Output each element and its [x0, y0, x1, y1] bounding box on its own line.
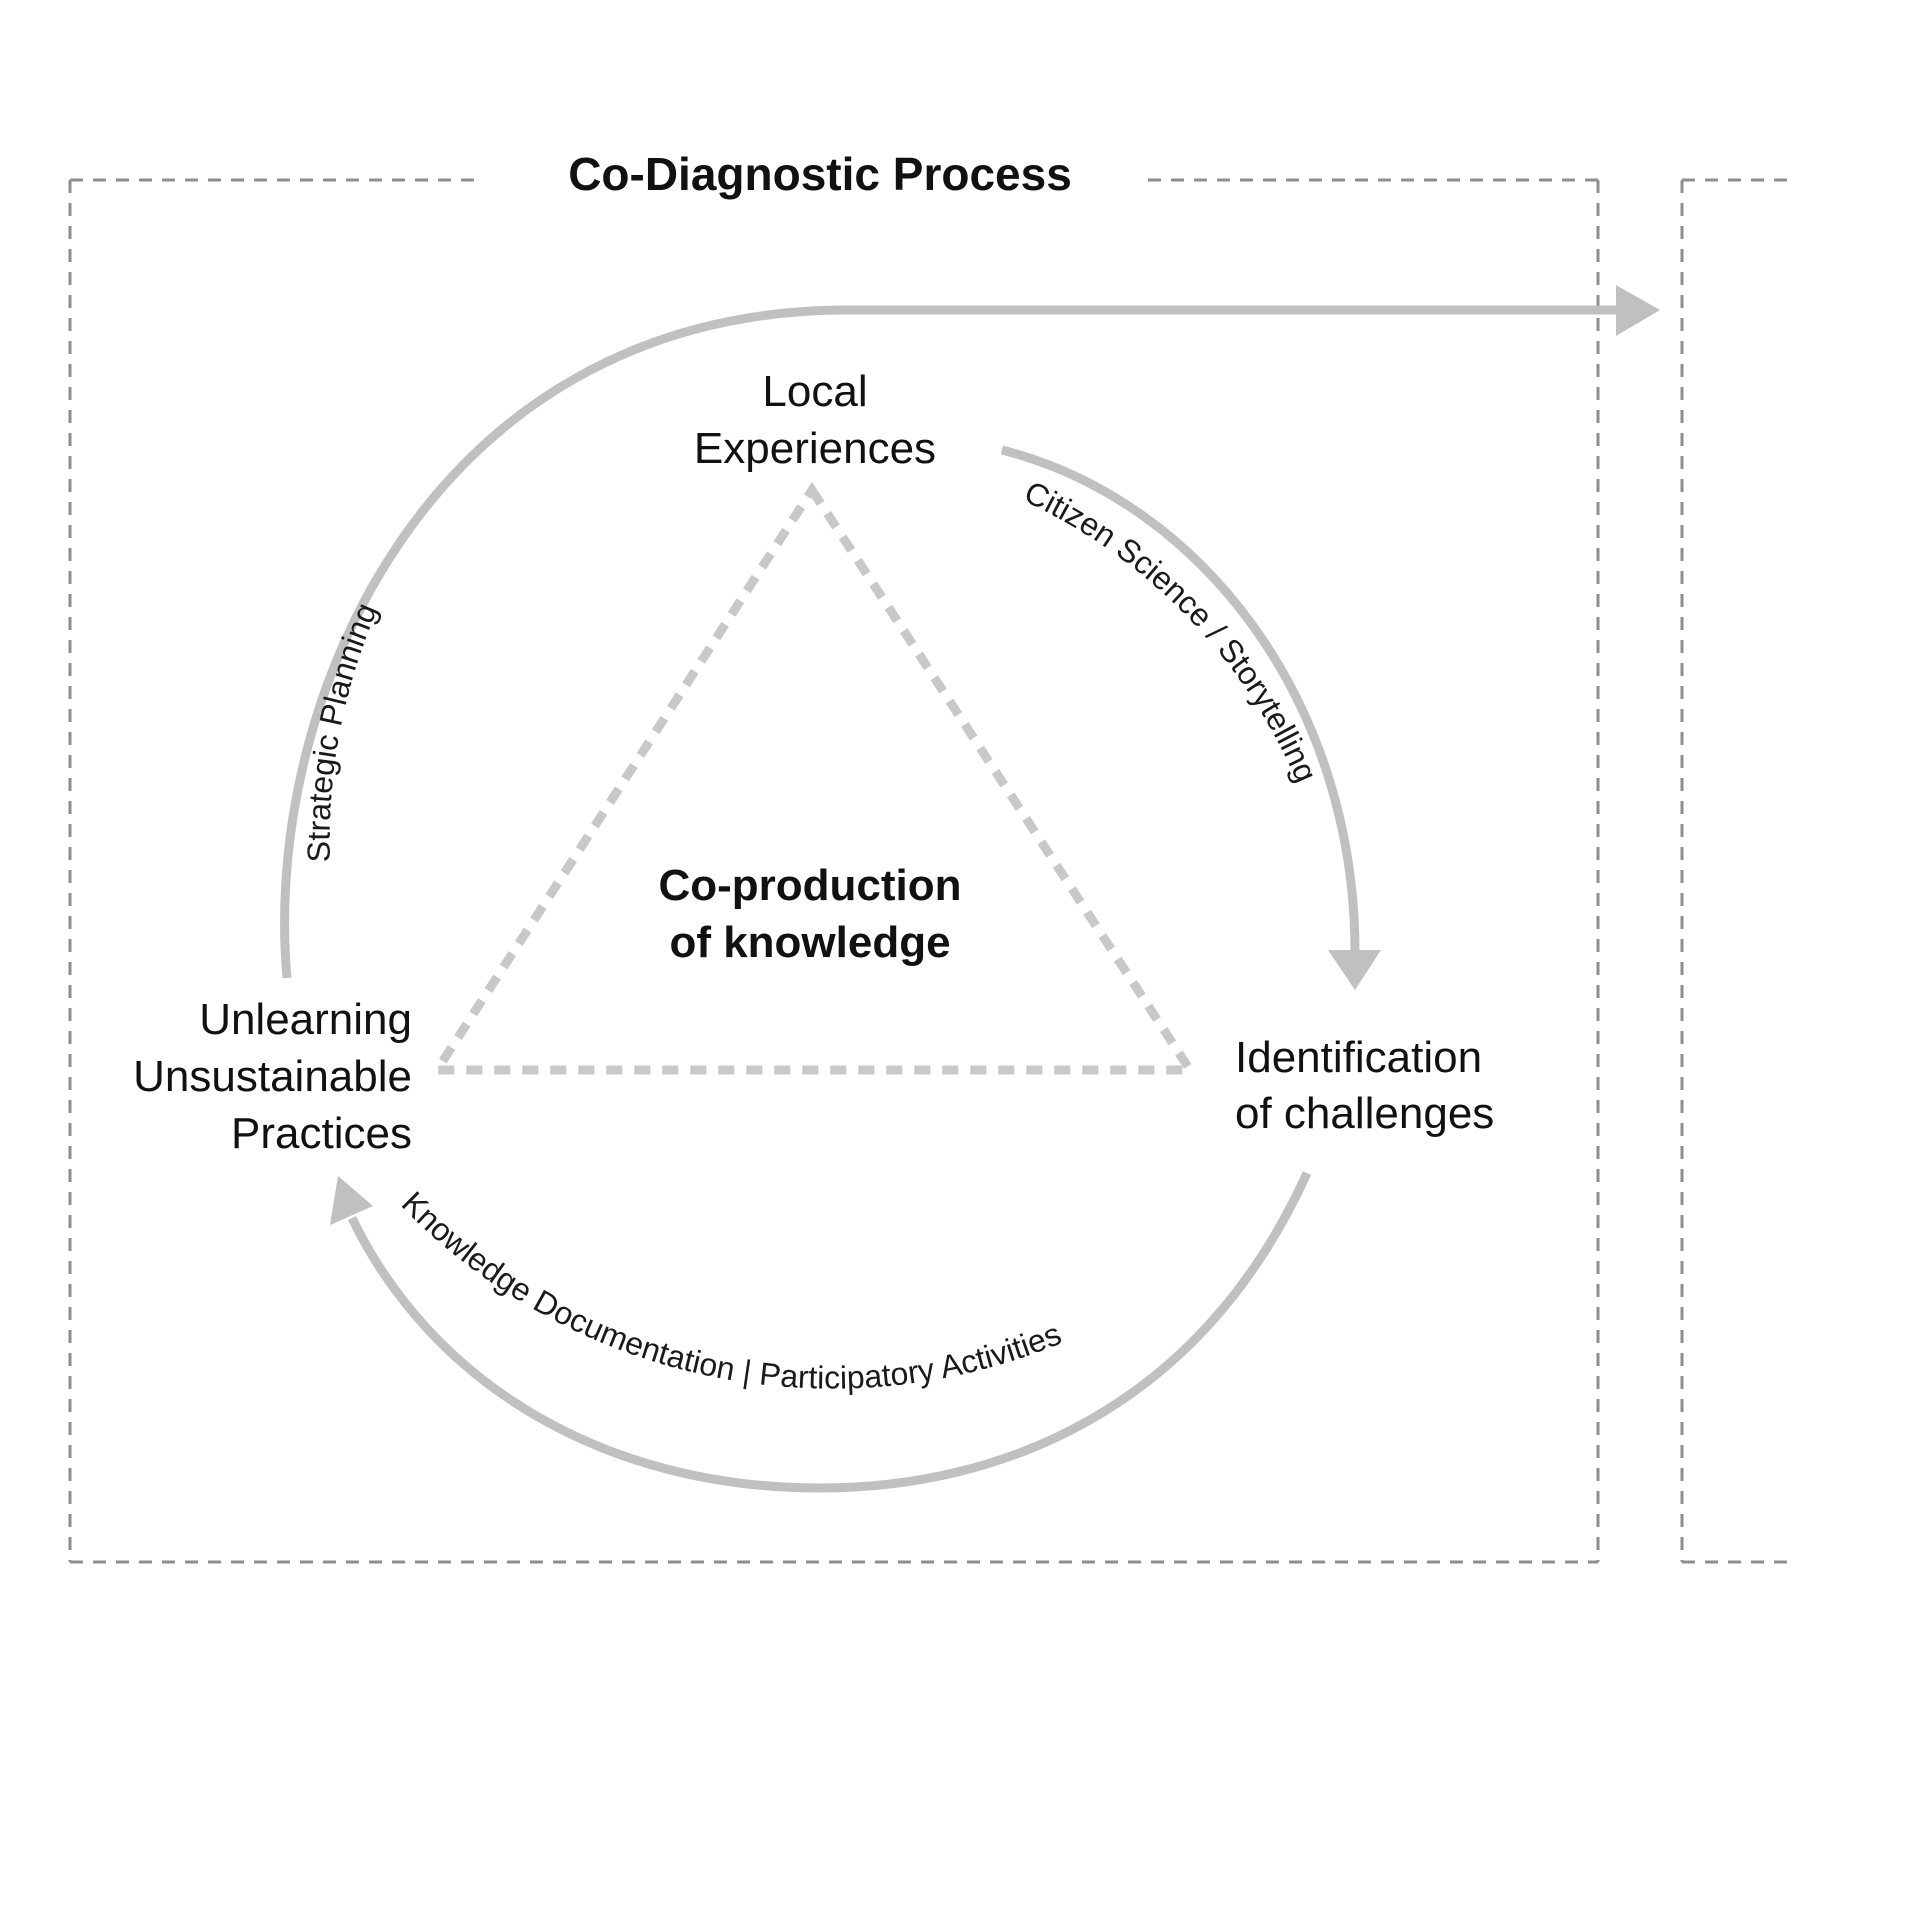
knowledge-documentation-label: Knowledge Documentation | Participatory … [395, 1185, 1066, 1396]
next-stage-frame [1680, 178, 1795, 1564]
node-unlearning-unsustainable-practices: Unlearning Unsustainable Practices [133, 995, 412, 1158]
arrowhead-right [1616, 285, 1660, 336]
local-experiences-line-2: Experiences [694, 424, 936, 473]
arrow-knowledge-documentation [347, 1171, 1312, 1493]
arrow-citizen-science [1000, 445, 1360, 951]
process-frame [68, 178, 1600, 1564]
identification-line-2: of challenges [1235, 1089, 1494, 1138]
arrowheads [330, 285, 1660, 1225]
arrow-strategic-planning [280, 305, 1620, 979]
unlearning-line-2: Unsustainable [133, 1052, 412, 1101]
knowledge-triangle [428, 481, 1199, 1075]
arrowhead-up-left [330, 1176, 373, 1225]
local-experiences-line-1: Local [762, 367, 867, 416]
unlearning-line-1: Unlearning [199, 995, 412, 1044]
citizen-science-storytelling-label: Citizen Science / Storytelling [1019, 474, 1325, 788]
node-identification-of-challenges: Identification of challenges [1235, 1033, 1494, 1138]
identification-line-1: Identification [1235, 1033, 1482, 1082]
center-label: Co-production of knowledge [658, 861, 961, 967]
center-label-line-1: Co-production [658, 861, 961, 910]
diagram-title: Co-Diagnostic Process [568, 148, 1072, 200]
strategic-planning-label: Strategic Planning [301, 598, 385, 863]
unlearning-line-3: Practices [231, 1109, 412, 1158]
arrowhead-down [1328, 950, 1381, 990]
center-label-line-2: of knowledge [669, 918, 950, 967]
node-local-experiences: Local Experiences [694, 367, 936, 473]
process-arrows [280, 305, 1620, 1493]
